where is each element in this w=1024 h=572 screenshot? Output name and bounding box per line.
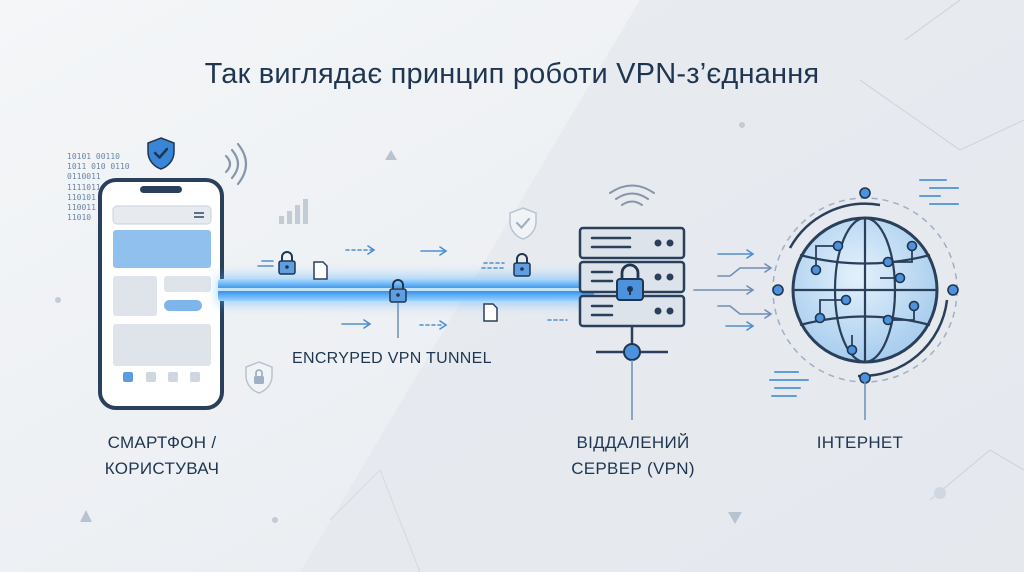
bg-line [929, 449, 1024, 501]
smartphone-label-line2: КОРИСТУВАЧ [104, 459, 220, 478]
wifi-icon [609, 184, 655, 206]
shield-check-icon [509, 207, 537, 240]
wifi-icon [224, 142, 248, 186]
lock-icon [278, 251, 296, 275]
smartphone [98, 178, 224, 410]
document-icon [483, 303, 498, 322]
shield-icon [245, 361, 273, 394]
tunnel-arrows [257, 245, 568, 330]
binary-line: 10101 00110 [67, 152, 120, 161]
server-connector [596, 326, 668, 420]
bg-line [859, 79, 1024, 151]
bg-triangle [728, 512, 742, 524]
server-label: ВІДДАЛЕНИЙ СЕРВЕР (VPN) [548, 430, 718, 482]
tunnel-label: ENCRYPED VPN TUNNEL [292, 350, 492, 367]
bg-dot [55, 297, 61, 303]
globe-icon [772, 187, 959, 420]
server-label-line2: СЕРВЕР (VPN) [571, 459, 695, 478]
bg-triangle [385, 150, 397, 160]
binary-line: 11010 [67, 213, 92, 223]
lock-icon [389, 279, 407, 303]
bg-dot [934, 487, 946, 499]
page-title: Так виглядає принцип роботи VPN-з’єднанн… [204, 58, 820, 90]
smartphone-label: СМАРТФОН / КОРИСТУВАЧ [62, 430, 262, 482]
lock-icon [616, 263, 644, 301]
bg-dot [739, 122, 745, 128]
binary-line: 1111011 [67, 182, 101, 192]
data-lines-decoration [769, 179, 959, 397]
signal-bars-icon [279, 199, 308, 224]
lock-icon [513, 253, 531, 277]
bg-line [904, 0, 961, 41]
binary-line: 0110011 [67, 172, 101, 182]
server-icon [578, 226, 686, 328]
smartphone-label-line1: СМАРТФОН / [107, 433, 217, 452]
document-icon [313, 261, 328, 280]
server-label-line1: ВІДДАЛЕНИЙ [576, 433, 690, 452]
bg-dot [272, 517, 278, 523]
bg-triangle [80, 510, 92, 522]
binary-line: 110101 [67, 192, 96, 202]
bg-line [329, 468, 421, 572]
internet-label: ІНТЕРНЕТ [816, 433, 904, 452]
shield-check-icon [147, 137, 175, 170]
binary-line: 110011 [67, 203, 96, 213]
internet-arrows [693, 249, 773, 331]
binary-line: 1011 010 0110 [67, 162, 130, 172]
